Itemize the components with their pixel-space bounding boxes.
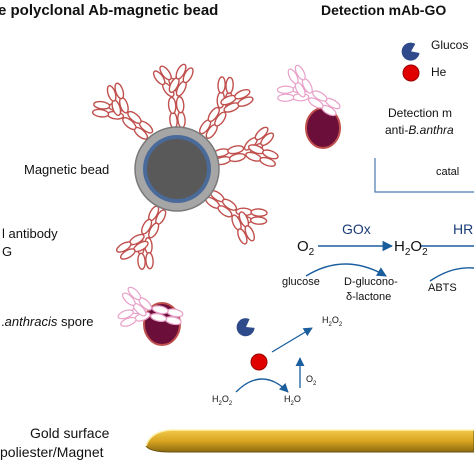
o2-label: O2 xyxy=(297,238,314,258)
h2o2-label: H2O2 xyxy=(394,238,428,258)
spore-label-prefix: . xyxy=(1,314,5,329)
h2o2-sub1: 2 xyxy=(404,247,411,258)
spore-label-suffix: spore xyxy=(57,314,94,329)
left-header: e polyclonal Ab-magnetic bead xyxy=(0,2,219,19)
gluconolactone-line2: δ-lactone xyxy=(346,291,392,303)
gold-surface-plate xyxy=(145,429,474,453)
small-h2o2-top: H2O2 xyxy=(322,315,342,328)
antibody-lower-right xyxy=(205,190,268,245)
small-h2o2-top-sub2: 2 xyxy=(338,321,343,328)
spore-label-italic: anthracis xyxy=(4,314,58,329)
capture-antibodies xyxy=(91,63,279,270)
o2-symbol: O xyxy=(297,238,309,255)
small-h2o2-bottom-o: O xyxy=(221,394,229,404)
spore-label: .anthracis spore xyxy=(1,314,94,329)
detection-antibody-bottom xyxy=(117,286,184,327)
small-h2o2-bottom-sub1: 2 xyxy=(218,400,222,407)
h2o-curve xyxy=(235,378,289,393)
magnetic-bead xyxy=(134,126,220,212)
small-h2o-sub: 2 xyxy=(290,400,294,407)
detection-antibodies xyxy=(117,64,341,327)
h2o2-h: H xyxy=(394,238,405,255)
abts-curve xyxy=(429,267,474,282)
small-h2o2-top-h: H xyxy=(322,315,329,325)
hrp-label: HR xyxy=(453,221,474,237)
hemin-icon xyxy=(250,353,268,371)
antibody-bottom-left xyxy=(115,205,167,270)
detection-antibody-top xyxy=(276,64,341,117)
catalysis-label: catal xyxy=(436,166,460,178)
h2o2-up-arrow xyxy=(271,327,313,353)
small-h2o: H2O xyxy=(284,394,301,407)
h2o2-sub2: 2 xyxy=(422,247,428,258)
small-h2o2-bottom: H2O2 xyxy=(212,394,232,407)
detection-label-italic: B.anthra xyxy=(408,123,454,137)
small-o2: O2 xyxy=(306,374,316,387)
abts-label: ABTS xyxy=(428,282,457,294)
detection-label-prefix: anti- xyxy=(385,123,409,137)
gluconolactone-line1: D-glucono- xyxy=(344,276,398,288)
glucose-oxidase-legend: Glucos xyxy=(431,38,469,52)
gold-surface-label: Gold surface xyxy=(30,425,110,441)
right-header: Detection mAb-GO xyxy=(321,2,447,18)
glucose-curve xyxy=(305,263,387,277)
magnetic-bead-label: Magnetic bead xyxy=(24,162,110,177)
detection-label-line2: anti-B.anthra xyxy=(385,123,454,137)
gox-label: GOx xyxy=(342,221,371,237)
small-h2o2-top-sub1: 2 xyxy=(328,321,332,328)
antibody-upper-right xyxy=(199,76,254,139)
glucose-label: glucose xyxy=(282,276,320,288)
antibody-top xyxy=(152,63,194,130)
detection-label-line1: Detection m xyxy=(388,106,453,120)
small-o2-o: O xyxy=(306,374,314,384)
hemin-legend: He xyxy=(431,65,447,79)
polyester-magnet-label: poliester/Magnet xyxy=(0,444,104,460)
antibody-label-line2: G xyxy=(2,244,13,259)
small-h2o2-bottom-h: H xyxy=(212,394,219,404)
small-h2o-o: O xyxy=(293,394,301,404)
small-h2o-h: H xyxy=(284,394,291,404)
o2-subscript: 2 xyxy=(308,247,315,258)
antibody-label-line1: l antibody xyxy=(2,226,58,241)
small-h2o2-top-o: O xyxy=(331,315,339,325)
detection-bracket xyxy=(374,158,474,193)
small-h2o2-bottom-sub2: 2 xyxy=(228,400,233,407)
antibody-upper-left xyxy=(91,82,154,140)
hemin-legend-icon xyxy=(402,64,420,82)
h2o2-o: O xyxy=(410,238,423,255)
gox-legend-icon xyxy=(401,42,420,61)
gox-icon xyxy=(236,318,255,337)
antibody-right xyxy=(212,126,279,167)
small-o2-sub: 2 xyxy=(313,380,317,387)
